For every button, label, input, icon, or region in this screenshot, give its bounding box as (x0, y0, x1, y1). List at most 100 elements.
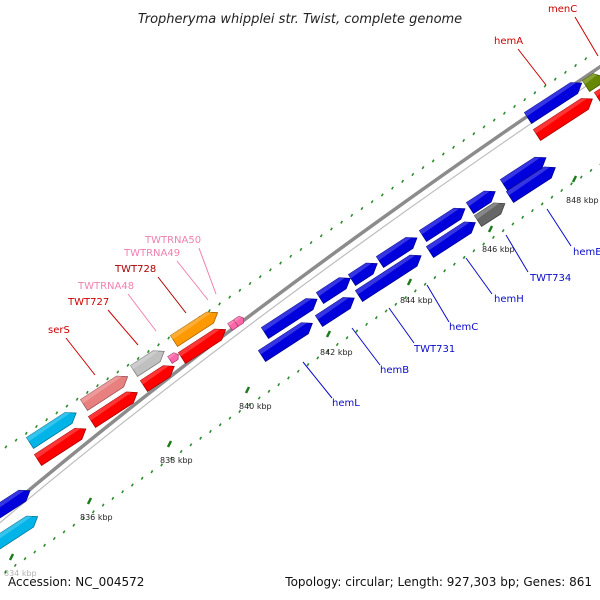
upper-tick-mark (584, 57, 588, 61)
lower-tick-mark (335, 342, 339, 347)
gene-highlight (355, 255, 416, 295)
leader-line-twt727 (107, 309, 139, 346)
lower-tick-mark (570, 182, 573, 186)
gene-red-1 (33, 428, 87, 467)
upper-tick-mark (14, 438, 18, 442)
leader-line-twtrna48 (127, 293, 157, 332)
gene-highlight (258, 322, 307, 355)
accession-text: Accession: NC_004572 (8, 575, 144, 589)
leader-line-twt731 (388, 307, 415, 344)
lower-tick-mark (316, 356, 320, 360)
major-tick-mark (571, 175, 578, 183)
upper-tick-mark (228, 295, 232, 299)
feature-labels: serSTWT727TWTRNA48TWT728TWTRNA49TWTRNA50… (48, 4, 600, 409)
gene-blue-upper-2 (315, 277, 351, 305)
gene-highlight (167, 352, 177, 359)
gene-blue-upper-6 (465, 190, 496, 215)
gene-highlight (178, 329, 221, 357)
lower-tick-mark (72, 523, 76, 527)
lower-tick-mark (579, 175, 583, 179)
tick-label: 842 kbp (320, 348, 353, 357)
gene-label-twtrna50: TWTRNA50 (144, 235, 201, 246)
gene-label-hemb: hemB (380, 365, 409, 376)
gene-hemB (314, 297, 355, 328)
lower-tick-mark (33, 550, 37, 554)
gene-body (129, 350, 165, 378)
tick-label: 834 kbp (4, 569, 37, 578)
gene-grey-mid (473, 202, 506, 228)
lower-tick-mark (121, 490, 125, 494)
upper-tick-mark (401, 179, 405, 183)
gene-body (418, 207, 466, 243)
upper-tick-mark (340, 220, 344, 224)
gene-highlight (524, 82, 577, 117)
lower-tick-mark (13, 563, 17, 568)
lower-tick-mark (160, 463, 164, 467)
gene-highlight (170, 312, 213, 340)
major-tick-mark (487, 225, 494, 233)
leader-lines (65, 16, 599, 399)
lower-tick-mark (267, 389, 271, 393)
gene-TWT731 (354, 254, 422, 303)
gene-cyan-far-left (0, 515, 39, 550)
gene-highlight (140, 365, 169, 385)
tick-label: 836 kbp (80, 513, 113, 522)
gene-highlight (348, 263, 372, 279)
gene-label-heme: hemE (573, 247, 600, 258)
lower-tick-mark (501, 229, 505, 233)
upper-tick-mark (472, 132, 476, 136)
upper-tick-mark (411, 172, 415, 177)
lower-tick-mark (355, 329, 359, 333)
upper-tick-mark (492, 118, 496, 122)
gene-body (139, 365, 175, 393)
lower-tick-mark (550, 195, 554, 199)
leader-line-heml (302, 361, 333, 399)
upper-tick-mark (513, 104, 516, 109)
gene-TWT728 (169, 311, 219, 348)
lower-tick-mark (43, 543, 46, 547)
upper-tick-mark (563, 70, 567, 75)
lower-tick-mark (560, 188, 564, 193)
gene-highlight (426, 222, 470, 251)
gene-hemC (425, 221, 476, 259)
upper-tick-mark (35, 424, 38, 429)
lower-tick-mark (130, 483, 134, 487)
upper-tick-mark (136, 356, 140, 361)
gene-red-2 (87, 391, 138, 429)
gene-highlight (0, 516, 33, 539)
lower-tick-mark (208, 429, 212, 434)
gene-red-4 (177, 328, 227, 365)
gene-label-hemc: hemC (449, 322, 478, 333)
upper-tick-mark (85, 390, 89, 395)
lower-tick-mark (345, 336, 349, 340)
upper-tick-mark (258, 275, 262, 279)
lower-tick-mark (277, 382, 281, 387)
leader-line-hemb (351, 327, 381, 366)
upper-tick-mark (167, 336, 171, 340)
gene-highlight (419, 208, 460, 235)
upper-tick-mark (502, 111, 506, 115)
upper-tick-mark (299, 247, 303, 252)
upper-tick-mark (370, 200, 374, 204)
gene-blue-upper-5 (418, 207, 466, 243)
lower-tick-mark (287, 376, 290, 380)
gene-olive-right (581, 73, 600, 93)
upper-tick-mark (462, 138, 466, 143)
leader-line-sers (65, 337, 96, 376)
lower-tick-mark (248, 403, 251, 407)
lower-tick-mark (404, 295, 408, 300)
lower-tick-mark (521, 215, 525, 219)
gene-highlight (506, 167, 550, 196)
lower-tick-mark (491, 235, 495, 240)
tick-label: 848 kbp (566, 196, 599, 205)
upper-tick-mark (4, 445, 8, 449)
gene-highlight (466, 191, 490, 207)
gene-body (347, 262, 378, 287)
gene-body (425, 221, 476, 259)
gene-menC (593, 88, 600, 102)
leader-line-hemh (465, 257, 493, 295)
lower-tick-mark (394, 302, 398, 306)
